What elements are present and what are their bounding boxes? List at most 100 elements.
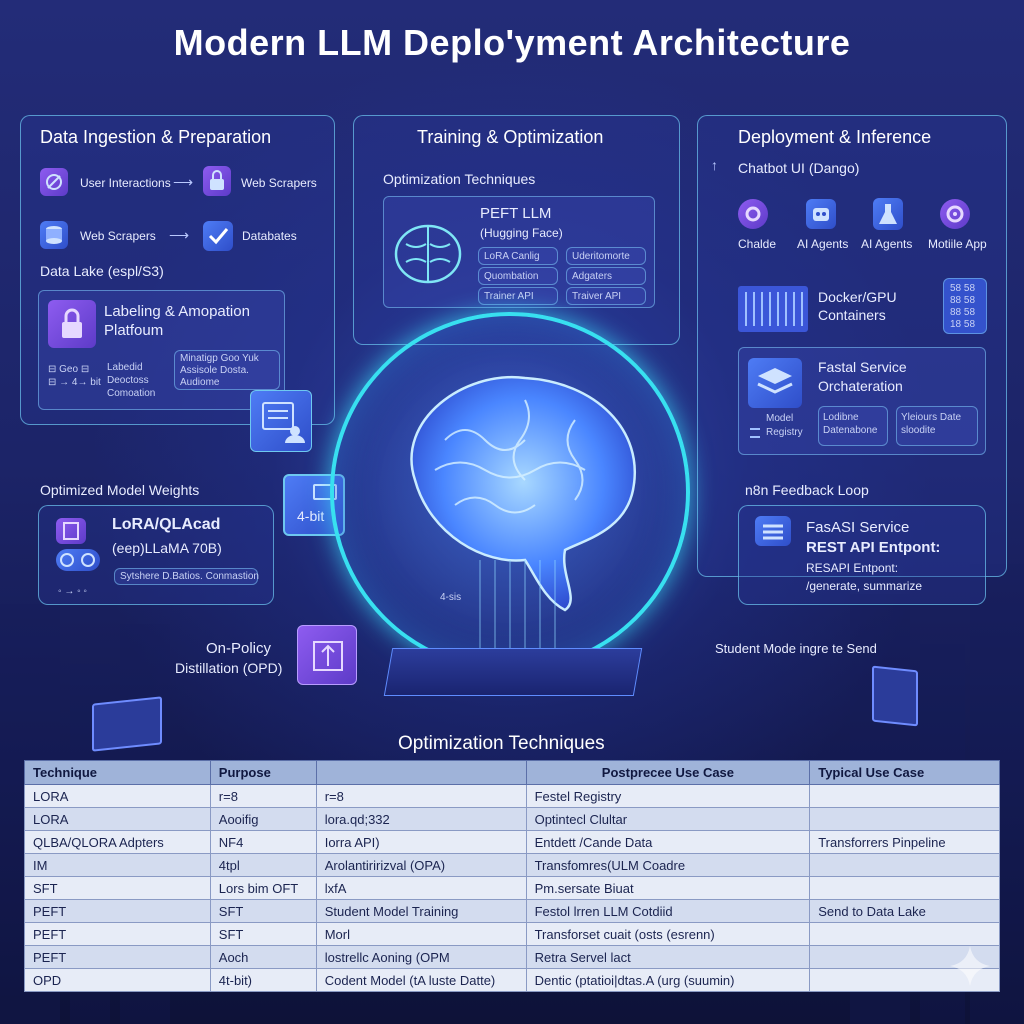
registry-cell: Lodibne Datenabone [818,406,888,446]
databases-label: Databates [242,229,297,243]
peft-cell: Trainer API [478,287,558,305]
app-label: AI Agents [861,237,913,251]
table-header [315,760,527,785]
table-header: Postprecee Use Case [525,760,811,785]
docker-grid-cell: 58 58 [950,283,976,294]
registry-label: Registry [766,427,803,438]
student-mode-label: Student Mode ingre te Send [715,641,877,656]
labeling-item: Comoation [107,388,156,399]
bit-badge-label: 4-bit [297,508,325,524]
table-cell: Send to Data Lake [809,899,1000,923]
peft-llm-box [383,196,655,308]
arrow-right-icon: ⟶ [173,174,194,190]
table-cell: lxfA [315,876,527,900]
feedback-rest: REST API Entpont: [806,539,941,556]
chatbot-label: Chatbot UI (Dango) [738,160,860,176]
table-header: Technique [24,760,211,785]
table-cell [809,784,1000,808]
opd-line1: On-Policy [206,640,272,657]
table-cell [809,922,1000,946]
dots-icon: ◦ → ◦ ◦ [58,586,87,597]
web-scrapers-2-label: Web Scrapers [80,229,156,243]
feedback-title: n8n Feedback Loop [745,482,869,498]
table-cell: IM [24,853,211,877]
table-cell: Morl [315,922,527,946]
table-cell: Arolantiririzval (OPA) [315,853,527,877]
peft-cell: Uderitomorte [566,247,646,265]
table-cell: PEFT [24,945,211,969]
techniques-table: Technique Purpose Postprecee Use Case Ty… [24,760,1000,992]
table-header: Typical Use Case [809,760,1000,785]
optimization-subtitle: Optimization Techniques [383,171,536,187]
chip-icon [56,518,86,544]
laptop-icon [872,665,918,727]
fastapi-label: Fastal Service Orchateration [818,359,907,394]
table-cell: Retra Servel lact [525,945,811,969]
table-cell: Entdett /Cande Data [525,830,811,854]
labeling-title: Labeling & Amopation Platfoum [104,303,250,339]
weights-name: LoRA/QLAcad [112,516,221,533]
deployment-title: Deployment & Inference [738,127,932,147]
laptop-icon [92,696,162,752]
labeling-side-box [174,350,280,390]
table-cell: 4t-bit) [209,968,317,992]
document-user-icon [250,390,312,452]
table-cell: Festol lrren LLM Cotdiid [525,899,811,923]
docker-grid-cell: 88 58 [950,307,976,318]
user-interactions-label: User Interactions [80,176,171,190]
labeling-item: Deoctoss [107,375,149,386]
opd-line2: Distillation (OPD) [175,660,283,676]
training-title: Training & Optimization [417,127,604,147]
weights-model: (eep)LLaMA 70B) [112,540,222,556]
list-icon [750,428,760,438]
table-cell: r=8 [315,784,527,808]
brain-label: 4-sis [440,592,462,603]
table-cell: r=8 [209,784,317,808]
table-cell: Pm.sersate Biuat [525,876,811,900]
brain-outline-icon [388,214,468,299]
table-cell: LORA [24,807,211,831]
table-cell: PEFT [24,899,211,923]
peft-cell: Traiver API [566,287,646,305]
table-cell: SFT [24,876,211,900]
table-cell: Aooifig [209,807,317,831]
registry-cell: Yleiours Date sloodite [896,406,978,446]
feedback-endpoints: /generate, summarize [806,579,923,593]
data-ingestion-title: Data Ingestion & Preparation [40,127,272,147]
table-cell [809,876,1000,900]
table-cell: SFT [209,899,317,923]
app-label: Chalde [738,237,777,251]
table-cell [809,807,1000,831]
distillation-icon [297,625,357,685]
table-cell: Transforrers Pinpeline [809,830,1000,854]
labeling-side-left: ⊟ Geo ⊟ [48,364,90,375]
table-header: Purpose [209,760,317,785]
settings-icon [56,549,100,571]
app-label: AI Agents [797,237,849,251]
docker-label: Docker/GPU Containers [818,289,897,323]
table-cell: lora.qd;332 [315,807,527,831]
peft-cell: Quombation [478,267,558,285]
server-rack-icon [738,286,808,332]
gear-icon [738,199,768,229]
arrow-up-icon: ↑ [711,157,718,173]
weights-footer: Sytshere D.Batios. Conmastion [114,568,259,585]
table-cell: QLBA/QLORA Adpters [24,830,211,854]
sparkle-icon [948,944,992,993]
app-label: Motiile App [928,237,987,251]
table-cell: lostrellc Aoning (OPM [315,945,527,969]
stack-icon [755,516,791,546]
table-cell: LORA [24,784,211,808]
feedback-service: FasASI Service [806,519,910,536]
page-title: Modern LLM Deplo'yment Architecture [173,22,851,63]
data-lake-label: Data Lake (espl/S3) [40,263,164,279]
registry-label: Model [766,413,794,424]
web-scrapers-label: Web Scrapers [241,176,317,190]
platform-base [383,648,643,696]
table-cell: SFT [209,922,317,946]
feedback-resapi: RESAPI Entpont: [806,561,899,575]
